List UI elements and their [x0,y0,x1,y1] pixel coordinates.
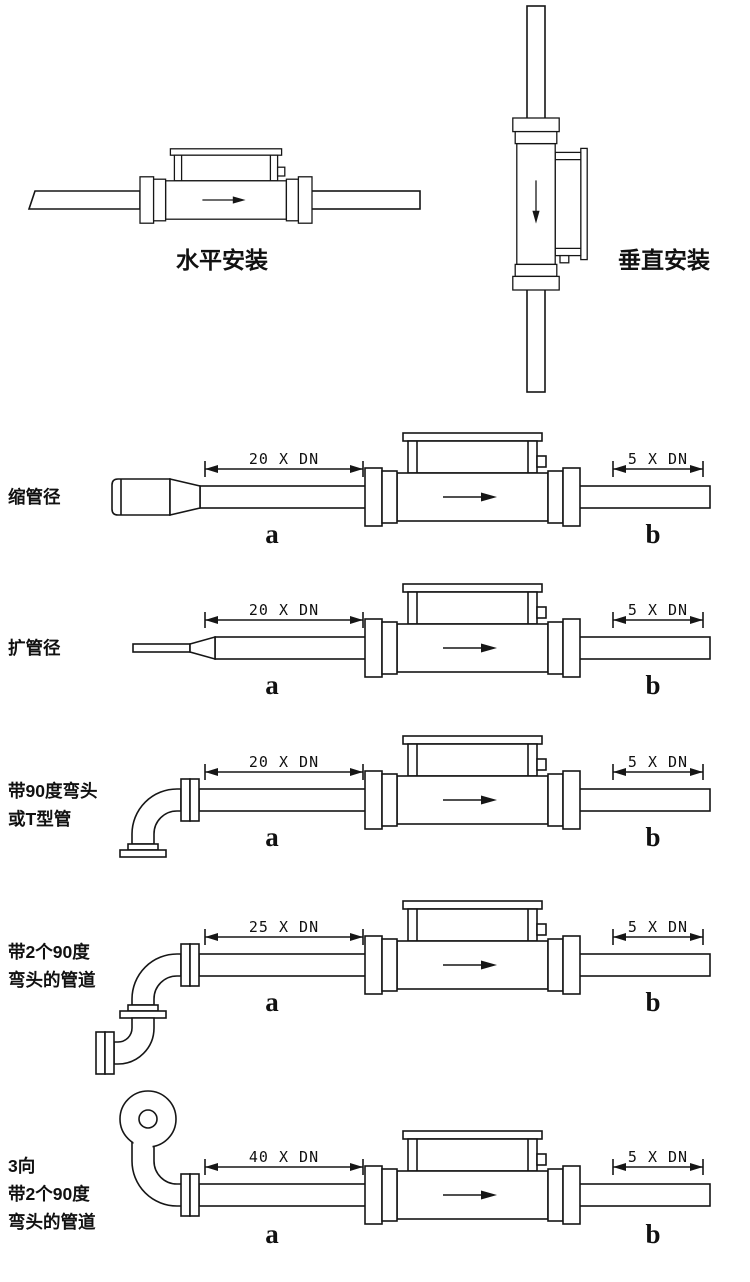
upstream-pipe [198,953,369,977]
point-b-label: b [645,1219,660,1249]
row-label: 扩管径 [8,638,61,658]
elbow-inlet [119,778,200,858]
outlet-pipe [309,190,421,210]
row-two-90-elbows: 25 X DN 5 X DN 带2个90度 弯头的管道 a b [8,900,711,1075]
row-label-line2: 带2个90度 [8,1184,90,1204]
downstream-dimension-label: 5 X DN [628,450,688,468]
upstream-dimension-label: 25 X DN [249,918,319,936]
horizontal-installation-label: 水平安装 [176,247,268,273]
flowmeter [364,432,581,527]
downstream-dimension-label: 5 X DN [628,601,688,619]
row-three-way-two-90-elbows: 40 X DN 5 X DN 3向 带2个90度 弯头的管道 a b [8,1090,711,1249]
point-b-label: b [645,822,660,852]
flowmeter-vertical [512,117,588,291]
row-reduced-pipe-diameter: 20 X DN 5 X DN 缩管径 a b [8,432,711,549]
double-elbow-inlet [95,943,200,1075]
row-label-line3: 弯头的管道 [8,1212,96,1232]
outlet-pipe [526,287,546,393]
flowmeter [364,583,581,678]
point-a-label: a [265,670,279,700]
downstream-dimension: 5 X DN [612,753,704,780]
inlet-pipe [526,5,546,121]
downstream-dimension-label: 5 X DN [628,753,688,771]
row-label-line1: 3向 [8,1156,35,1176]
point-b-label: b [645,670,660,700]
vertical-installation-label: 垂直安装 [618,247,710,273]
row-label-line1: 带90度弯头 [8,781,97,801]
downstream-pipe [576,485,711,509]
inlet-pipe [27,190,141,210]
upstream-dimension: 40 X DN [204,1148,364,1175]
point-a-label: a [265,519,279,549]
flowmeter [364,900,581,995]
downstream-dimension: 5 X DN [612,450,704,477]
downstream-pipe [576,788,711,812]
loop-and-elbow-inlet [119,1090,200,1217]
point-a-label: a [265,1219,279,1249]
row-label-line1: 带2个90度 [8,942,90,962]
downstream-dimension-label: 5 X DN [628,918,688,936]
expander-inlet [132,635,216,661]
upstream-pipe [198,788,369,812]
upstream-pipe [214,636,369,660]
vertical-installation-diagram: 垂直安装 [512,5,710,393]
point-b-label: b [645,987,660,1017]
point-b-label: b [645,519,660,549]
upstream-dimension: 20 X DN [204,450,364,477]
upstream-dimension-label: 20 X DN [249,753,319,771]
downstream-dimension: 5 X DN [612,918,704,945]
downstream-pipe [576,636,711,660]
downstream-dimension: 5 X DN [612,1148,704,1175]
upstream-dimension-label: 20 X DN [249,450,319,468]
upstream-dimension: 20 X DN [204,601,364,628]
point-a-label: a [265,822,279,852]
row-expanded-pipe-diameter: 20 X DN 5 X DN 扩管径 a b [8,583,711,700]
upstream-dimension: 25 X DN [204,918,364,945]
upstream-dimension: 20 X DN [204,753,364,780]
flowmeter [364,1130,581,1225]
upstream-dimension-label: 20 X DN [249,601,319,619]
reducer-inlet [111,477,201,517]
row-label-line2: 或T型管 [8,809,71,829]
row-elbow-90-or-tee: 20 X DN 5 X DN 带90度弯头 或T型管 a b [8,735,711,858]
point-a-label: a [265,987,279,1017]
row-label-line2: 弯头的管道 [8,970,96,990]
row-label: 缩管径 [8,487,61,507]
flowmeter [364,735,581,830]
downstream-pipe [576,1183,711,1207]
downstream-dimension: 5 X DN [612,601,704,628]
upstream-pipe [199,485,369,509]
downstream-pipe [576,953,711,977]
flowmeter-horizontal [139,148,313,224]
horizontal-installation-diagram: 水平安装 [27,148,421,273]
downstream-dimension-label: 5 X DN [628,1148,688,1166]
upstream-pipe [198,1183,369,1207]
upstream-dimension-label: 40 X DN [249,1148,319,1166]
